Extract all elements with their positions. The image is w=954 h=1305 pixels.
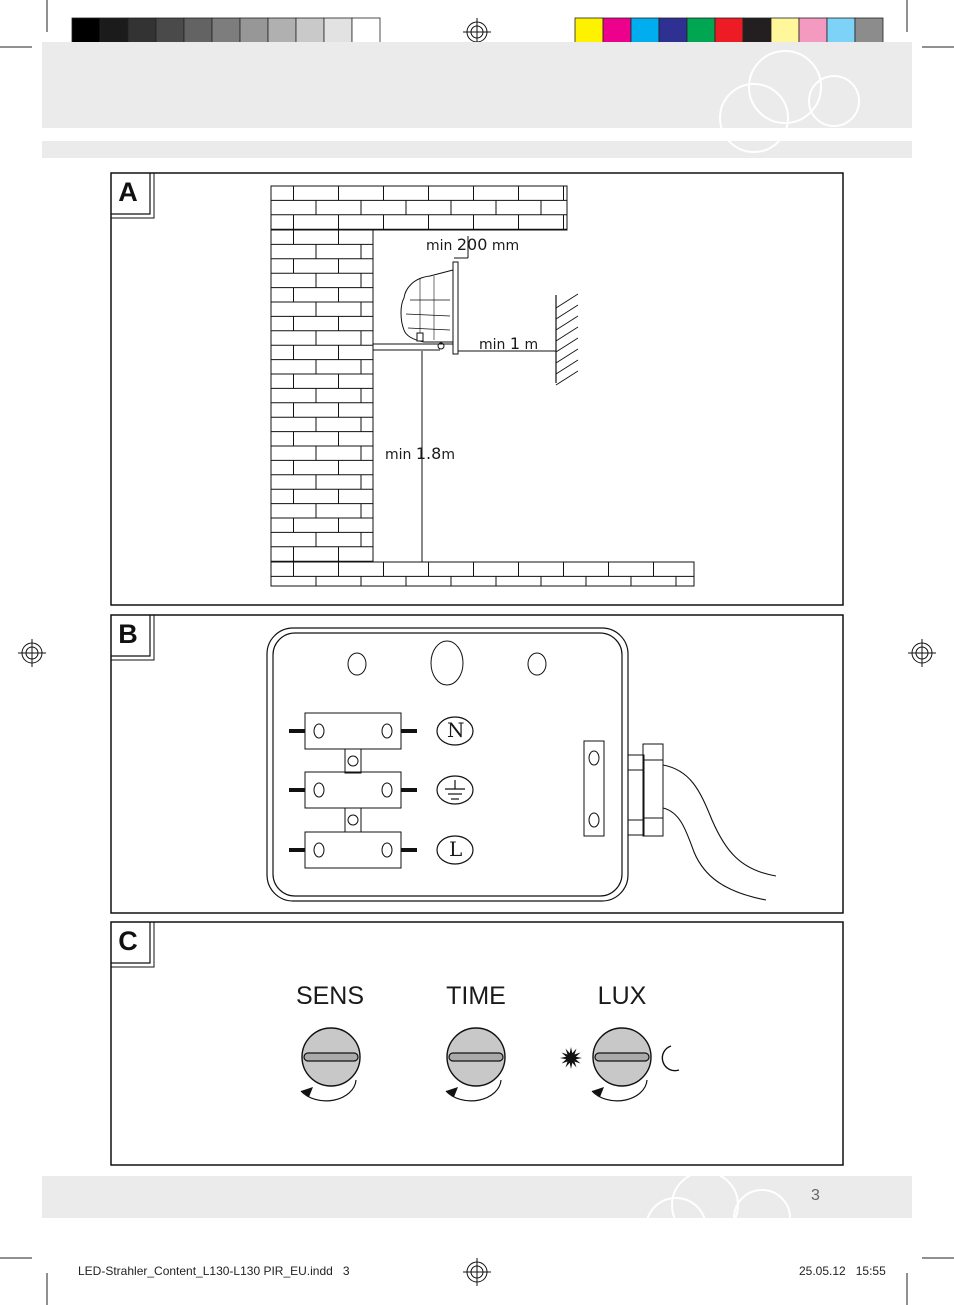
registration-target-icon [463, 18, 491, 46]
lamp-mount-plate [452, 261, 459, 355]
grayscale-swatch [267, 17, 297, 47]
color-swatch [798, 17, 828, 47]
control-knobs [300, 1027, 652, 1102]
junction-box-diagram [266, 627, 777, 902]
registration-marks [18, 18, 936, 1286]
installation-diagram [373, 236, 579, 562]
panel-letter-boxes [111, 173, 155, 968]
footer-circles-decoration [645, 1171, 791, 1259]
lux-knob [591, 1027, 652, 1102]
terminal-block [304, 831, 402, 869]
grayscale-swatch [295, 17, 325, 47]
footer-band [42, 1176, 912, 1218]
ground-symbol [436, 775, 474, 805]
panel-b-frame [110, 614, 844, 914]
neutral-label: N [447, 718, 465, 742]
grayscale-swatch [127, 17, 157, 47]
color-swatch [630, 17, 660, 47]
brick-wall-diagram [270, 185, 695, 587]
color-swatch [602, 17, 632, 47]
color-swatch [742, 17, 772, 47]
registration-target-icon [463, 1258, 491, 1286]
header-circles-decoration [719, 50, 860, 153]
header-stripe [42, 141, 912, 158]
terminal-block [304, 771, 402, 809]
registration-target-icon [18, 639, 46, 667]
dimension-side-label: min 1 m [479, 334, 539, 353]
panel-a-frame [110, 172, 844, 606]
color-calibration-bar [574, 17, 884, 47]
panel-b-label: B [118, 619, 138, 649]
time-label: TIME [446, 982, 506, 1010]
dimension-height-label: min 1.8m [385, 444, 455, 463]
panel-a-label: A [118, 177, 138, 207]
color-swatch [574, 17, 604, 47]
panel-c-label: C [118, 926, 138, 956]
grayscale-swatch [183, 17, 213, 47]
footer-timestamp: 25.05.12 15:55 [799, 1264, 886, 1278]
grayscale-swatch [211, 17, 241, 47]
footer-file: LED-Strahler_Content_L130-L130 PIR_EU.in… [78, 1264, 350, 1278]
grayscale-calibration-bar [71, 17, 381, 47]
grayscale-swatch [351, 17, 381, 47]
color-swatch [714, 17, 744, 47]
grayscale-swatch [99, 17, 129, 47]
color-swatch [826, 17, 856, 47]
live-label: L [449, 837, 463, 861]
panel-c-frame [110, 921, 844, 1166]
sens-label: SENS [295, 982, 365, 1010]
color-swatch [686, 17, 716, 47]
sun-icon [560, 1047, 582, 1069]
time-knob [445, 1027, 506, 1102]
grayscale-swatch [71, 17, 101, 47]
live-symbol [436, 835, 474, 865]
grayscale-swatch [155, 17, 185, 47]
color-swatch [770, 17, 800, 47]
sens-knob [300, 1027, 361, 1102]
color-swatch [854, 17, 884, 47]
page-number: 3 [811, 1187, 820, 1204]
grayscale-swatch [239, 17, 269, 47]
color-swatch [658, 17, 688, 47]
dimension-top-label: min 200 mm [426, 235, 520, 254]
moon-icon [661, 1045, 680, 1072]
registration-target-icon [908, 639, 936, 667]
lux-label: LUX [597, 982, 647, 1010]
grayscale-swatch [323, 17, 353, 47]
junction-box-inner [272, 632, 623, 897]
terminal-symbols [436, 716, 474, 865]
neutral-symbol [436, 716, 474, 746]
terminal-block [304, 712, 402, 750]
header-band [42, 42, 912, 128]
